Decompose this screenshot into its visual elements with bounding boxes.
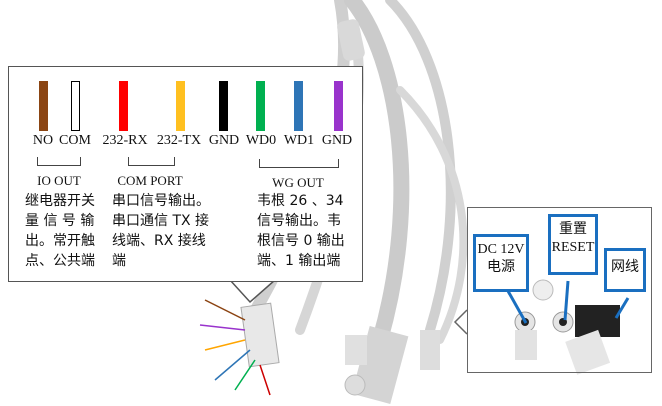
wire-legend-callout: NO COM 232-RX 232-TX GND WD0 WD1 GND IO … xyxy=(8,66,363,282)
wire-label: WD0 xyxy=(245,133,277,148)
desc-line: 继电器开关 xyxy=(25,193,95,209)
desc-line: 出。常开触 xyxy=(25,233,95,249)
label-network: 网线 xyxy=(604,248,646,292)
group-label-com: COM PORT xyxy=(117,173,183,188)
wire-swatch-232-tx xyxy=(176,81,185,131)
wire-swatch-gnd xyxy=(219,81,228,131)
leader-lines xyxy=(506,280,630,324)
desc-line: 线端、RX 接线 xyxy=(112,233,206,249)
connector-callout: DC 12V 电源 重置 RESET 网线 xyxy=(467,207,652,373)
label-line: 重置 xyxy=(559,222,587,237)
wire-label: 232-TX xyxy=(156,133,202,148)
wg-bracket xyxy=(259,159,339,168)
wire-swatch-gnd-2 xyxy=(334,81,343,131)
wire-swatch-wd1 xyxy=(294,81,303,131)
desc-line: 根信号 0 输出 xyxy=(257,233,345,249)
label-line: 电源 xyxy=(487,260,515,275)
label-line: RESET xyxy=(551,240,595,255)
desc-line: 端、1 输出端 xyxy=(257,253,341,269)
com-bracket xyxy=(128,157,175,166)
desc-line: 点、公共端 xyxy=(25,253,95,269)
desc-line: 信号输出。韦 xyxy=(257,213,341,229)
wire-swatch-com xyxy=(71,81,80,131)
label-line: 网线 xyxy=(611,260,639,275)
label-reset: 重置 RESET xyxy=(548,214,598,275)
desc-line: 量 信 号 输 xyxy=(25,213,95,229)
wire-swatch-wd0 xyxy=(256,81,265,131)
io-bracket xyxy=(37,157,81,166)
desc-line: 端 xyxy=(112,253,126,269)
desc-line: 韦根 26 、34 xyxy=(257,193,344,209)
io-description: 继电器开关 量 信 号 输 出。常开触 点、公共端 xyxy=(25,191,95,271)
wire-label: GND xyxy=(208,133,240,148)
wire-label: WD1 xyxy=(283,133,315,148)
group-label-io: IO OUT xyxy=(37,173,81,188)
wg-description: 韦根 26 、34 信号输出。韦 根信号 0 输出 端、1 输出端 xyxy=(257,191,345,271)
wire-label: COM xyxy=(59,133,91,148)
group-label-wg: WG OUT xyxy=(272,175,324,190)
wire-label: 232-RX xyxy=(102,133,148,148)
wire-swatch-232-rx xyxy=(119,81,128,131)
desc-line: 串口信号输出。 xyxy=(112,193,210,209)
com-description: 串口信号输出。 串口通信 TX 接 线端、RX 接线 端 xyxy=(112,191,210,271)
label-dc-power: DC 12V 电源 xyxy=(473,234,529,292)
wire-swatch-no xyxy=(39,81,48,131)
label-line: DC 12V xyxy=(477,242,525,257)
desc-line: 串口通信 TX 接 xyxy=(112,213,210,229)
wire-label: NO xyxy=(32,133,54,148)
wire-label: GND xyxy=(321,133,353,148)
